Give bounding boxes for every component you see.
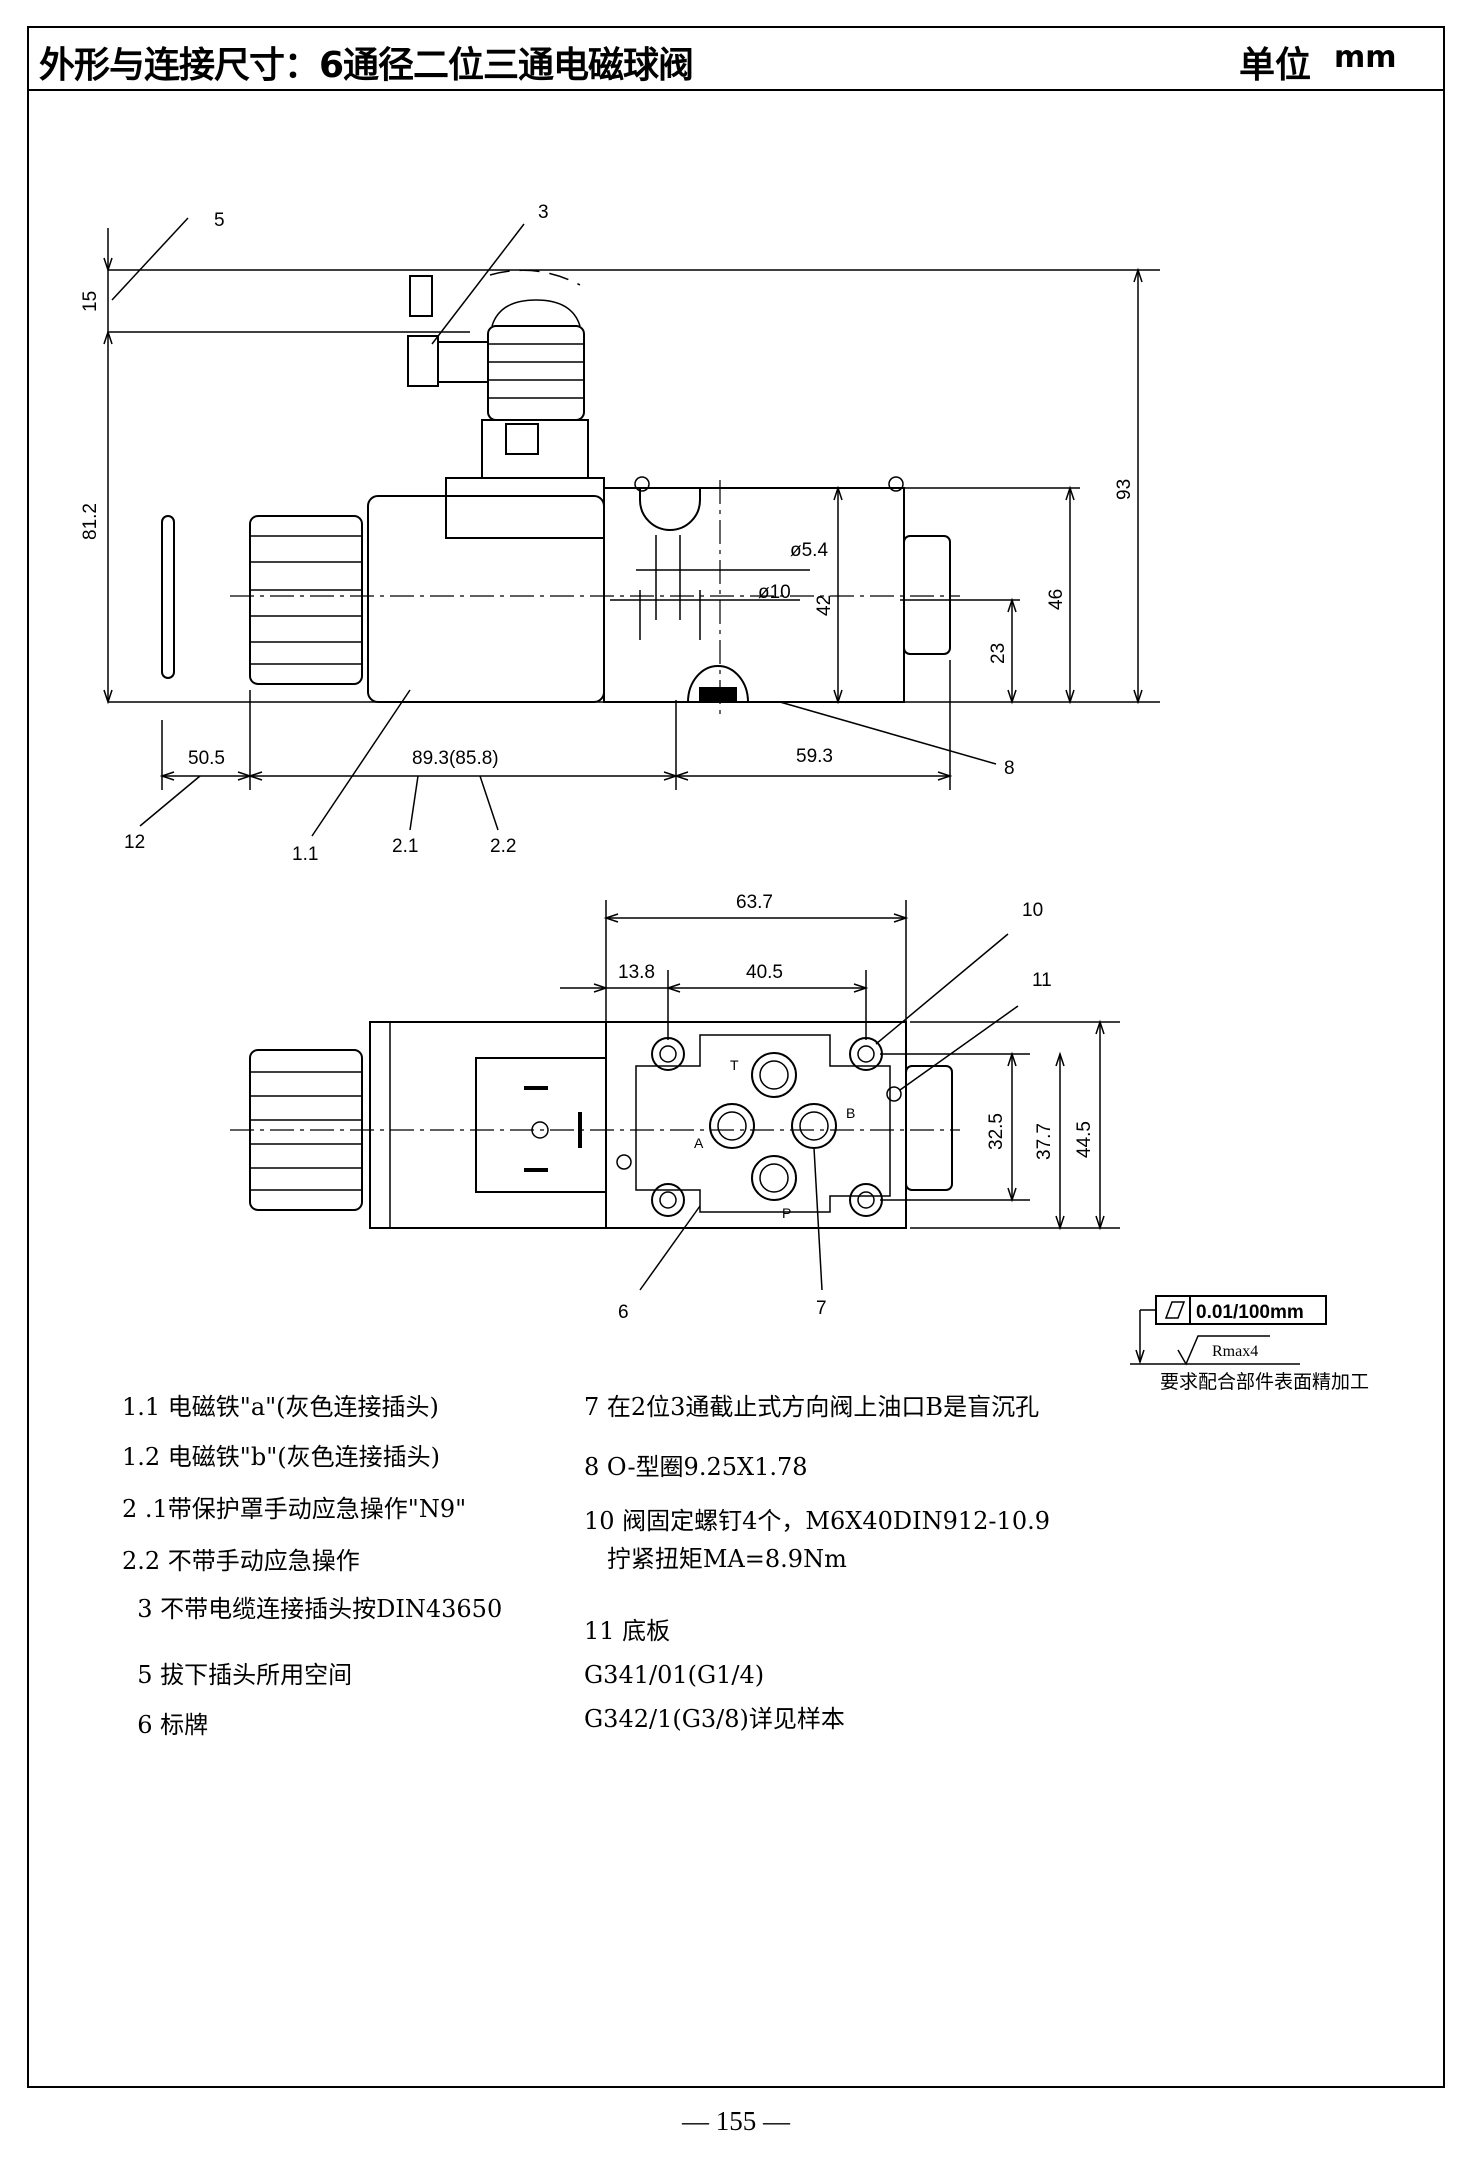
dim-81-2: 81.2 (80, 503, 101, 540)
dim-59-3: 59.3 (796, 746, 833, 767)
dim-89-3: 89.3(85.8) (412, 748, 499, 769)
callout-3: 3 (538, 202, 549, 223)
drawing-frame: 外形与连接尺寸：6通径二位三通电磁球阀 单位 mm (27, 26, 1445, 2088)
callout-2-2: 2.2 (490, 836, 516, 857)
legend-right-2: 8 O-型圈9.25X1.78 (584, 1453, 808, 1481)
dim-44-5: 44.5 (1074, 1121, 1095, 1158)
page-title: 外形与连接尺寸：6通径二位三通电磁球阀 (39, 45, 694, 86)
legend-right-5: 11 底板 (584, 1617, 671, 1645)
legend-left-4: 2.2 不带手动应急操作 (122, 1547, 360, 1575)
dim-93: 93 (1114, 479, 1135, 500)
port-label-a: A (694, 1135, 704, 1151)
legend-right-7: G342/1(G3/8)详见样本 (584, 1705, 845, 1733)
legend-left-3: 2 .1带保护罩手动应急操作"N9" (122, 1495, 467, 1523)
dim-23: 23 (988, 643, 1009, 664)
legend-right-1: 7 在2位3通截止式方向阀上油口B是盲沉孔 (584, 1393, 1040, 1421)
legend-right-6: G341/01(G1/4) (584, 1661, 765, 1689)
callout-7: 7 (816, 1298, 827, 1319)
legend-right-4: 拧紧扭矩MA=8.9Nm (584, 1545, 847, 1573)
dim-15: 15 (80, 291, 101, 312)
dim-46: 46 (1046, 589, 1067, 610)
port-label-t: T (730, 1057, 739, 1073)
dim-37-7: 37.7 (1034, 1123, 1055, 1160)
header: 外形与连接尺寸：6通径二位三通电磁球阀 单位 mm (29, 28, 1443, 91)
port-label-b: B (846, 1105, 855, 1121)
dim-63-7: 63.7 (736, 892, 773, 913)
legend-right-3: 10 阀固定螺钉4个，M6X40DIN912-10.9 (584, 1507, 1050, 1535)
callout-11: 11 (1032, 970, 1052, 991)
top-view (230, 900, 1120, 1291)
callout-5: 5 (214, 210, 225, 231)
page-number: — 155 — (682, 2106, 790, 2136)
dim-40-5: 40.5 (746, 962, 783, 983)
unit-value: mm (1334, 40, 1397, 75)
dim-phi5-4: ø5.4 (790, 540, 828, 561)
legend-left-6: 5 拔下插头所用空间 (122, 1661, 353, 1689)
port-label-p: P (782, 1205, 791, 1221)
callout-6: 6 (618, 1302, 629, 1323)
callout-1-1: 1.1 (292, 844, 318, 865)
dim-phi10: ø10 (758, 582, 791, 603)
legend-left-7: 6 标牌 (122, 1711, 209, 1739)
dim-32-5: 32.5 (986, 1113, 1007, 1150)
legend-left-2: 1.2 电磁铁"b"(灰色连接插头) (122, 1443, 440, 1471)
callout-10: 10 (1022, 900, 1043, 921)
unit-label: 单位 (1239, 45, 1312, 86)
dim-42: 42 (814, 595, 835, 616)
dim-13-8: 13.8 (618, 962, 655, 983)
surface-note: 要求配合部件表面精加工 (1160, 1371, 1369, 1393)
surface-finish-spec (1130, 1295, 1327, 1366)
legend-left-1: 1.1 电磁铁"a"(灰色连接插头) (122, 1393, 439, 1421)
flatness-value: 0.01/100mm (1196, 1302, 1304, 1323)
callout-12: 12 (124, 832, 145, 853)
callout-2-1: 2.1 (392, 836, 418, 857)
legend-left-5: 3 不带电缆连接插头按DIN43650 (122, 1595, 503, 1623)
callout-8: 8 (1004, 758, 1015, 779)
roughness-value: Rmax4 (1212, 1343, 1258, 1360)
dim-50-5: 50.5 (188, 748, 225, 769)
side-view (103, 217, 1160, 837)
